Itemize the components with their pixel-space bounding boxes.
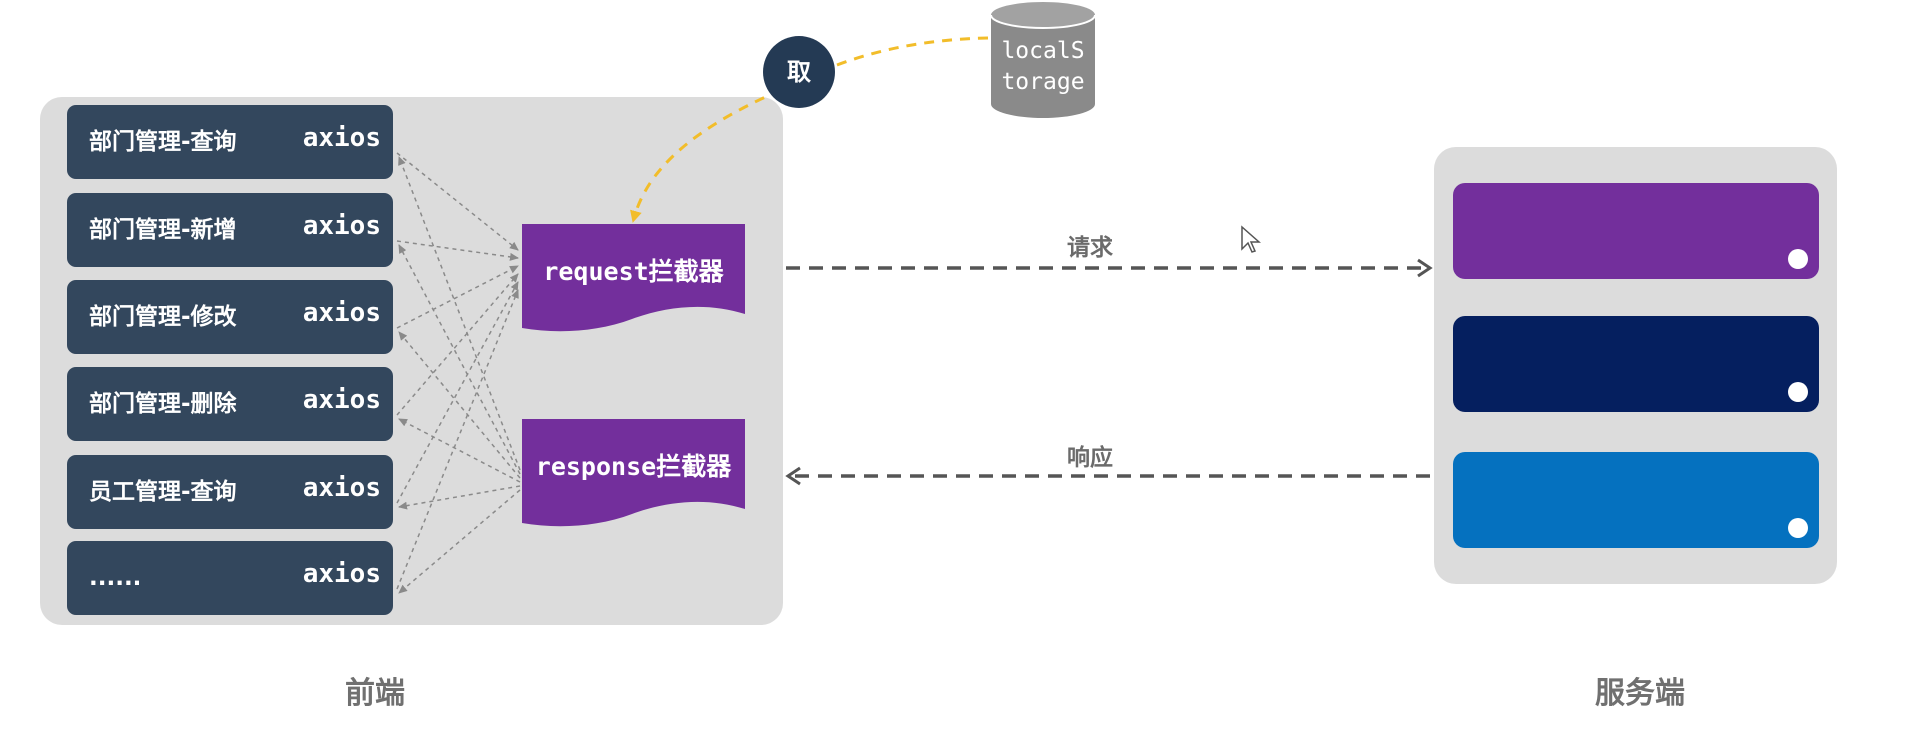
server-bar-1	[1453, 183, 1819, 279]
api-call-label: 部门管理-删除	[89, 391, 237, 417]
localstorage-label-line2: torage	[1001, 69, 1085, 95]
frontend-label: 前端	[345, 676, 405, 711]
api-call-label: 员工管理-查询	[89, 479, 237, 505]
response-interceptor-label: response拦截器	[535, 452, 732, 481]
api-call-row: 部门管理-查询 axios	[67, 105, 393, 179]
request-connector	[396, 273, 519, 416]
request-connector	[396, 265, 519, 329]
api-call-row: 部门管理-新增 axios	[67, 193, 393, 267]
server-bar-dot	[1788, 249, 1808, 269]
api-call-row: 部门管理-删除 axios	[67, 367, 393, 441]
response-interceptor-shape	[522, 419, 745, 527]
api-call-row: 员工管理-查询 axios	[67, 455, 393, 529]
localstorage-cylinder: localS torage	[988, 0, 1098, 122]
mouse-cursor-icon	[1241, 225, 1261, 253]
localstorage-label-line1: localS	[1001, 38, 1085, 64]
api-call-label: 部门管理-新增	[89, 217, 237, 243]
response-connector	[398, 244, 521, 475]
response-connector	[398, 418, 521, 483]
api-client-label: axios	[302, 473, 381, 503]
request-interceptor-shape	[522, 224, 745, 332]
api-client-label: axios	[302, 298, 381, 328]
request-connector	[396, 281, 519, 504]
request-label: 请求	[1067, 235, 1113, 261]
request-connector	[396, 240, 519, 261]
database-icon	[990, 2, 1096, 118]
api-client-label: axios	[302, 211, 381, 241]
api-call-row: 部门管理-修改 axios	[67, 280, 393, 354]
request-connector	[396, 152, 519, 251]
api-call-row: ...... axios	[67, 541, 393, 615]
api-client-label: axios	[302, 385, 381, 415]
fetch-circle: 取	[763, 36, 835, 108]
request-interceptor-label: request拦截器	[543, 257, 724, 286]
frontend-panel	[40, 97, 783, 625]
api-client-label: axios	[302, 559, 381, 589]
response-connector	[398, 485, 521, 510]
interceptor-connectors	[396, 152, 521, 594]
request-connector	[396, 289, 519, 590]
response-label: 响应	[1067, 445, 1113, 471]
response-connector	[398, 331, 521, 479]
response-interceptor: response拦截器	[522, 419, 745, 531]
server-label: 服务端	[1595, 676, 1685, 711]
server-bar-dot	[1788, 518, 1808, 538]
api-client-label: axios	[302, 123, 381, 153]
api-call-label: 部门管理-查询	[89, 129, 237, 155]
api-call-label: ......	[89, 565, 142, 591]
api-call-label: 部门管理-修改	[89, 304, 237, 330]
localstorage-label: localS torage	[988, 36, 1098, 98]
server-bar-3	[1453, 452, 1819, 548]
response-connector	[398, 489, 521, 594]
server-bar-dot	[1788, 382, 1808, 402]
server-bar-2	[1453, 316, 1819, 412]
request-interceptor: request拦截器	[522, 224, 745, 336]
